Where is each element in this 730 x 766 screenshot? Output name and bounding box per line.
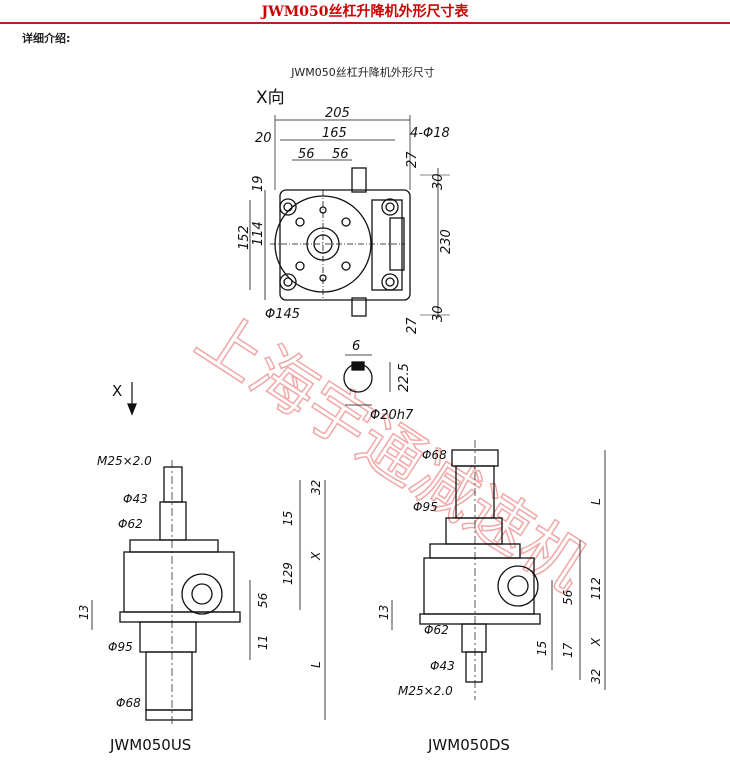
ds-name: JWM050DS <box>427 736 510 754</box>
us-dim-15: 15 <box>281 511 295 526</box>
us-d62: Φ62 <box>118 517 143 531</box>
dim-27-bottom: 27 <box>405 317 420 334</box>
dim-205: 205 <box>325 106 350 121</box>
dim-27-top: 27 <box>405 151 420 168</box>
dim-20: 20 <box>255 131 272 146</box>
dim-key-22-5: 22.5 <box>397 363 412 392</box>
us-view-dims: M25×2.0 Φ43 Φ62 Φ95 Φ68 32 15 X 129 56 1… <box>77 454 323 754</box>
dim-114: 114 <box>251 221 266 246</box>
dim-152: 152 <box>237 225 252 250</box>
intro-label: 详细介绍: <box>22 32 71 45</box>
dim-phi20h7: Φ20h7 <box>370 408 414 423</box>
dim-30-bottom: 30 <box>431 305 446 322</box>
ds-dim-x: X <box>589 637 603 647</box>
ds-dim-13: 13 <box>377 605 391 620</box>
us-thread: M25×2.0 <box>97 454 152 468</box>
us-dim-l: L <box>309 661 323 668</box>
figure-caption: JWM050丝杠升降机外形尺寸 <box>290 65 435 79</box>
page-title: JWM050丝杠升降机外形尺寸表 <box>261 4 469 20</box>
ds-view <box>391 440 606 700</box>
watermark: 上海宇通减速机 <box>183 299 599 605</box>
dim-230: 230 <box>439 229 454 254</box>
us-dim-32: 32 <box>309 480 323 495</box>
dim-key-6: 6 <box>352 339 360 354</box>
ds-d62: Φ62 <box>424 623 449 637</box>
title-bar <box>0 0 730 24</box>
us-dim-56: 56 <box>256 592 270 608</box>
ds-dim-15: 15 <box>535 641 549 656</box>
us-d68: Φ68 <box>116 696 141 710</box>
ds-d43: Φ43 <box>430 659 455 673</box>
us-dim-13: 13 <box>77 605 91 620</box>
arrow-label-x: X <box>112 382 122 400</box>
dim-bolt-holes: 4-Φ18 <box>410 126 450 141</box>
us-d95: Φ95 <box>108 640 133 654</box>
dim-165: 165 <box>322 126 347 141</box>
us-dim-129: 129 <box>281 562 295 585</box>
ds-d95: Φ95 <box>413 500 438 514</box>
dim-56b: 56 <box>332 147 349 162</box>
us-name: JWM050US <box>109 736 191 754</box>
shaft-detail <box>127 354 391 416</box>
view-label-x: X向 <box>256 88 285 108</box>
ds-dim-17: 17 <box>561 642 575 658</box>
ds-d68: Φ68 <box>422 448 447 462</box>
ds-dim-l: L <box>589 498 603 505</box>
ds-dim-56: 56 <box>561 589 575 605</box>
top-view: X向 <box>249 88 450 318</box>
dim-19: 19 <box>251 175 266 192</box>
ds-view-dims: Φ68 Φ95 Φ62 Φ43 M25×2.0 L 112 56 X 15 17… <box>377 448 603 754</box>
us-dim-11: 11 <box>256 635 270 650</box>
us-dim-x: X <box>309 551 323 561</box>
us-d43: Φ43 <box>123 492 148 506</box>
dim-phi145: Φ145 <box>265 307 300 322</box>
ds-dim-32: 32 <box>589 669 603 684</box>
top-view-dims: 205 165 20 56 56 4-Φ18 27 30 19 152 114 … <box>237 106 454 334</box>
dim-56a: 56 <box>298 147 315 162</box>
ds-thread: M25×2.0 <box>398 684 453 698</box>
dim-30-top: 30 <box>431 173 446 190</box>
shaft-detail-dims: 6 22.5 Φ20h7 X <box>112 339 414 423</box>
ds-dim-112: 112 <box>589 577 603 600</box>
us-view <box>91 460 326 725</box>
